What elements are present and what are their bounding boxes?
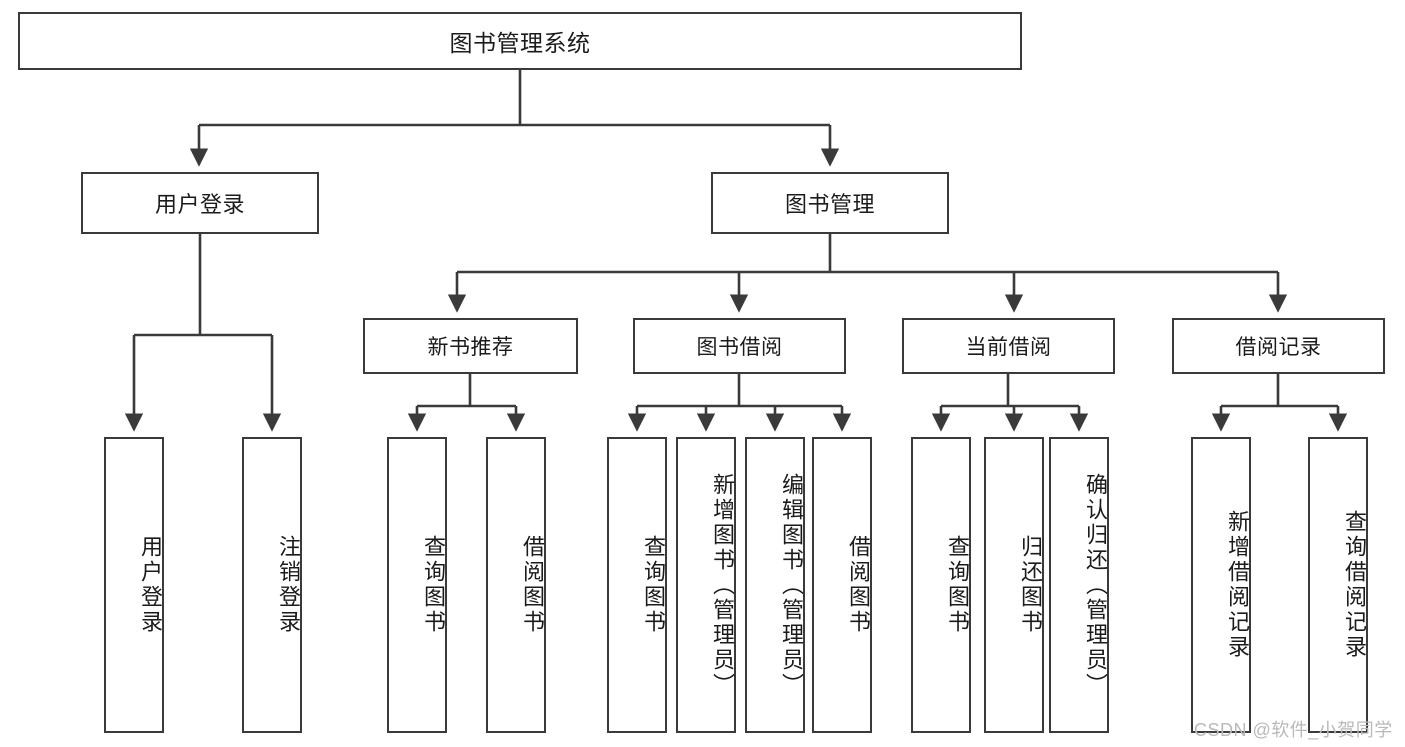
node-user-login[interactable]: 用户登录 — [81, 172, 319, 234]
node-leaf-borrow-book-2[interactable]: 借阅图书 — [812, 437, 872, 733]
node-leaf-query-book-3[interactable]: 查询图书 — [911, 437, 971, 733]
node-book-manage[interactable]: 图书管理 — [711, 172, 949, 234]
node-leaf-add-record[interactable]: 新增借阅记录 — [1191, 437, 1251, 733]
node-leaf-query-book-2[interactable]: 查询图书 — [607, 437, 667, 733]
node-leaf-add-book[interactable]: 新增图书（管理员） — [676, 437, 736, 733]
node-leaf-logout[interactable]: 注销登录 — [242, 437, 302, 733]
node-leaf-query-record[interactable]: 查询借阅记录 — [1308, 437, 1368, 733]
csdn-watermark: CSDN @软件_小贺同学 — [1194, 720, 1393, 740]
node-leaf-return-book[interactable]: 归还图书 — [984, 437, 1044, 733]
node-leaf-query-book-1[interactable]: 查询图书 — [387, 437, 447, 733]
node-leaf-borrow-book-1[interactable]: 借阅图书 — [486, 437, 546, 733]
node-borrow-record[interactable]: 借阅记录 — [1172, 318, 1385, 374]
node-book-borrow[interactable]: 图书借阅 — [633, 318, 846, 374]
node-current-borrow[interactable]: 当前借阅 — [902, 318, 1115, 374]
node-leaf-edit-book[interactable]: 编辑图书（管理员） — [745, 437, 805, 733]
node-leaf-confirm-return[interactable]: 确认归还（管理员） — [1049, 437, 1109, 733]
node-new-book-recommend[interactable]: 新书推荐 — [363, 318, 578, 374]
node-leaf-user-login[interactable]: 用户登录 — [104, 437, 164, 733]
node-root-system[interactable]: 图书管理系统 — [18, 12, 1022, 70]
